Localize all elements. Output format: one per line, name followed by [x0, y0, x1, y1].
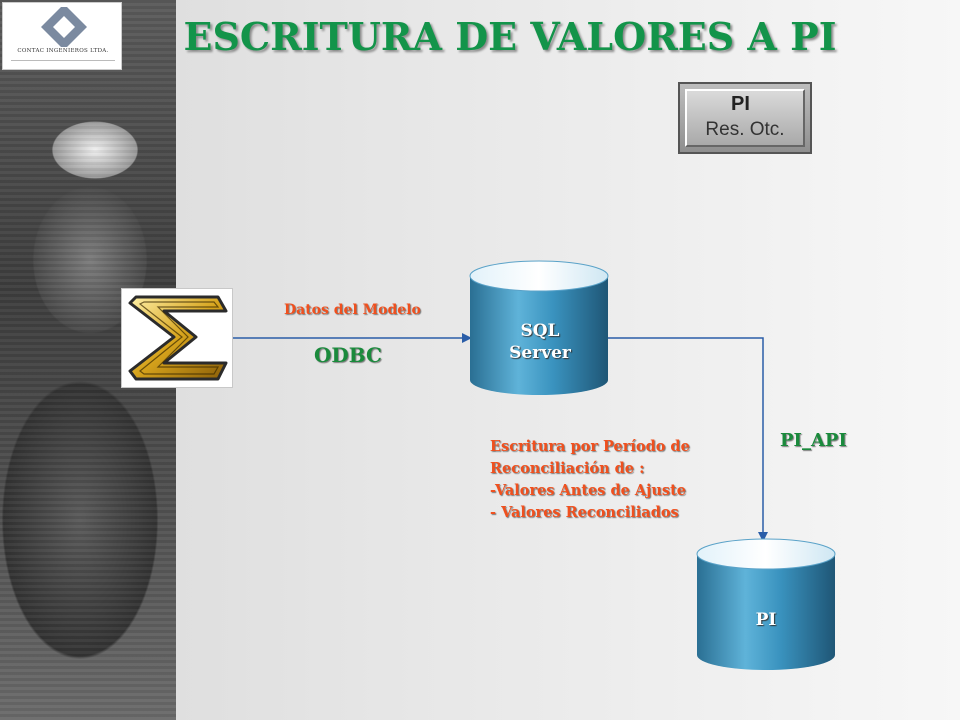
pi-badge-pi-text: PI — [731, 93, 750, 115]
sql-server-label-line1: SQL — [520, 321, 560, 341]
logo-divider — [11, 60, 115, 61]
note-line-2: Reconciliación de : — [490, 460, 645, 477]
datos-modelo-label: Datos del Modelo — [284, 302, 421, 318]
pi-database-icon[interactable] — [696, 538, 836, 670]
pi-badge-face: PI Res. Otc. — [685, 89, 805, 147]
pi-database-label: PI — [755, 610, 777, 630]
pi-api-connector-arrow — [608, 337, 768, 542]
company-logo: CONTAC INGENIEROS LTDA. — [2, 2, 122, 70]
write-description-note: Escritura por Período de Reconciliación … — [490, 436, 690, 524]
note-line-1: Escritura por Período de — [490, 438, 690, 455]
sigma-icon — [128, 295, 228, 381]
odbc-label: ODBC — [314, 343, 382, 367]
company-name: CONTAC INGENIEROS LTDA. — [17, 48, 109, 54]
sql-server-label-line2: Server — [509, 343, 571, 363]
sigma-application-box[interactable] — [121, 288, 233, 388]
pi-application-badge[interactable]: PI Res. Otc. — [678, 82, 812, 154]
pi-api-label: PI_API — [780, 430, 847, 451]
sql-server-label: SQL Server — [470, 320, 610, 364]
sql-server-database-icon[interactable] — [469, 260, 609, 395]
note-line-4: - Valores Reconciliados — [490, 504, 679, 521]
company-logo-icon — [39, 7, 89, 47]
note-line-3: -Valores Antes de Ajuste — [490, 482, 686, 499]
page-title: ESCRITURA DE VALORES A PI — [183, 14, 837, 59]
pi-badge-label: Res. Otc. — [705, 119, 785, 140]
